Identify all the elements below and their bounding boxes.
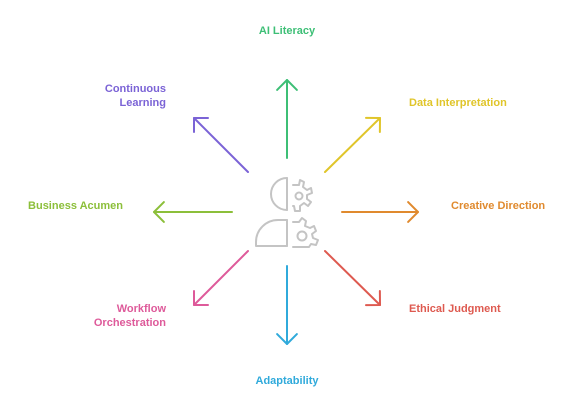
arrow-business-acumen [153,201,233,223]
arrow-workflow-orchestration [193,250,249,306]
arrow-data-interpretation [324,116,381,173]
label-adaptability: Adaptability [255,375,319,387]
arrow-ethical-judgment [324,250,381,307]
label-ethical-judgment: Ethical Judgment [409,303,501,315]
label-continuous-learning: Continuous Learning [104,83,166,109]
arrow-ai-literacy [276,79,298,159]
label-workflow-orchestration: Workflow Orchestration [93,303,166,329]
arrow-creative-direction [341,201,419,223]
label-data-interpretation: Data Interpretation [409,97,507,109]
label-ai-literacy: AI Literacy [258,25,316,37]
label-business-acumen: Business Acumen [28,200,123,212]
person-gear-icon [255,177,319,248]
arrow-continuous-learning [193,117,249,173]
label-creative-direction: Creative Direction [451,200,546,212]
arrow-adaptability [276,265,298,345]
